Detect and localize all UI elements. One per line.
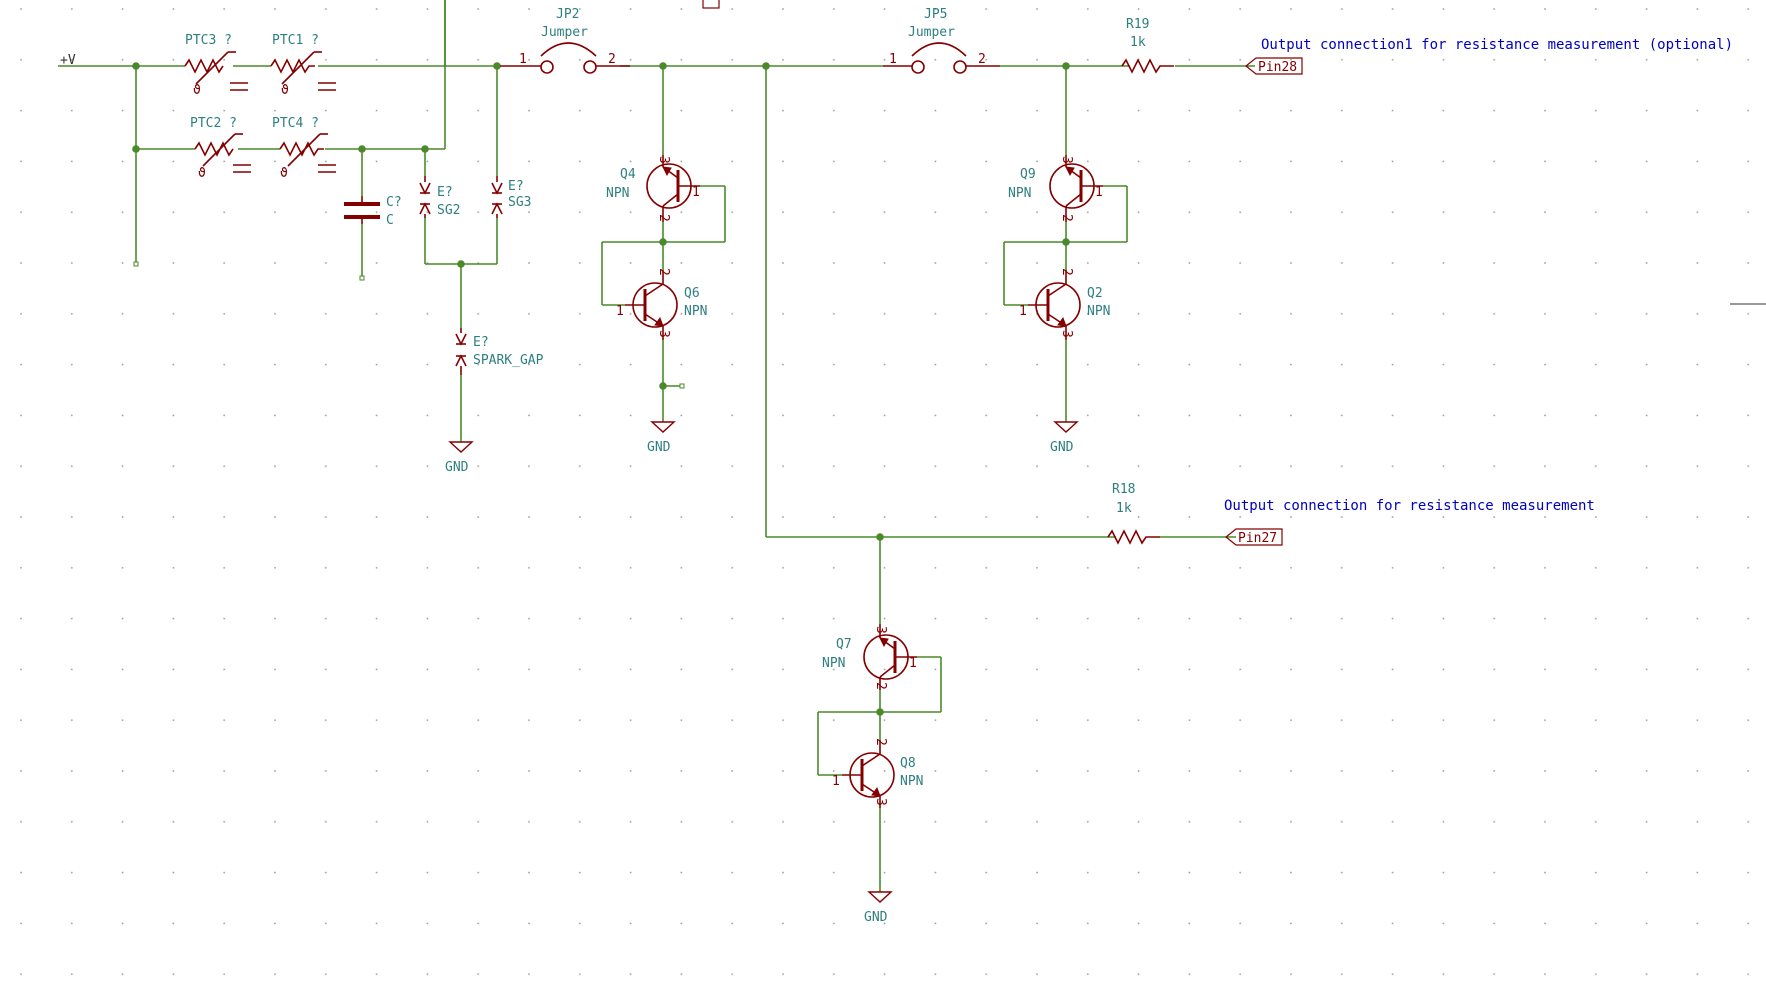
jp5-val: Jumper (908, 25, 955, 40)
jumper-jp2[interactable]: 1 2 JP2 Jumper (500, 7, 630, 74)
gnd-label: GND (445, 460, 469, 475)
ptc1-ref: PTC1 ? (272, 33, 319, 48)
gnd-symbol-q6[interactable]: GND (647, 421, 676, 455)
ptc3-ref: PTC3 ? (185, 33, 232, 48)
q8-val: NPN (900, 774, 923, 789)
spark-gap-main[interactable]: E? SPARK_GAP (455, 328, 544, 375)
vplus-label: +V (60, 53, 76, 68)
label-pin27[interactable]: Pin27 (1225, 528, 1283, 546)
jp2-ref: JP2 (556, 7, 579, 22)
gnd-symbol-spark[interactable]: GND (445, 441, 474, 475)
q2-val: NPN (1087, 304, 1110, 319)
gnd-symbol-q8[interactable]: GND (864, 891, 893, 925)
svg-text:ϑ: ϑ (193, 83, 201, 98)
resistor-r19[interactable]: R19 1k (1121, 17, 1174, 74)
svg-text:2: 2 (656, 268, 671, 276)
q4-val: NPN (606, 186, 629, 201)
svg-text:3: 3 (1059, 156, 1074, 164)
spark-val: SPARK_GAP (473, 353, 544, 368)
gnd-label: GND (647, 440, 671, 455)
svg-text:2: 2 (1059, 268, 1074, 276)
svg-text:1: 1 (1095, 185, 1103, 200)
svg-text:ϑ: ϑ (198, 166, 206, 181)
ptc1-thermistor[interactable]: ϑ PTC1 ? (270, 33, 336, 98)
r18-ref: R18 (1112, 482, 1135, 497)
svg-text:1: 1 (889, 52, 897, 67)
gnd-symbol-q2[interactable]: GND (1050, 421, 1079, 455)
svg-text:3: 3 (873, 798, 888, 806)
ptc3-thermistor[interactable]: ϑ PTC3 ? (184, 33, 248, 98)
svg-text:2: 2 (1059, 214, 1074, 222)
transistor-q9[interactable]: 3 2 1 Q9 NPN (1008, 155, 1103, 222)
q9-ref: Q9 (1020, 167, 1036, 182)
gnd-label: GND (1050, 440, 1074, 455)
q4-ref: Q4 (620, 167, 636, 182)
svg-text:2: 2 (608, 52, 616, 67)
svg-text:1: 1 (519, 52, 527, 67)
transistor-q6[interactable]: 2 3 1 Q6 NPN (616, 268, 707, 340)
svg-text:2: 2 (873, 738, 888, 746)
capacitor-c[interactable]: C? C (344, 195, 402, 228)
ptc2-thermistor[interactable]: ϑ PTC2 ? (190, 116, 251, 181)
svg-text:2: 2 (873, 682, 888, 690)
q8-ref: Q8 (900, 756, 916, 771)
gnd-label: GND (864, 910, 888, 925)
spark-gap-sg2[interactable]: E? SG2 (419, 176, 460, 218)
svg-text:1: 1 (692, 185, 700, 200)
ptc4-thermistor[interactable]: ϑ PTC4 ? (272, 116, 336, 181)
q2-ref: Q2 (1087, 286, 1103, 301)
sg3-ref: E? (508, 179, 524, 194)
q7-val: NPN (822, 656, 845, 671)
svg-text:1: 1 (909, 656, 917, 671)
transistor-q4[interactable]: 3 2 1 Q4 NPN (606, 155, 700, 222)
jp2-val: Jumper (541, 25, 588, 40)
offscreen-label-fragment (702, 0, 720, 9)
junction-dots (132, 62, 1070, 716)
transistor-q7[interactable]: 3 2 1 Q7 NPN (822, 624, 917, 690)
output-label-2: Output connection for resistance measure… (1224, 498, 1595, 514)
svg-text:1: 1 (832, 774, 840, 789)
resistor-r18[interactable]: R18 1k (1107, 482, 1160, 545)
output-label-1: Output connection1 for resistance measur… (1261, 37, 1733, 53)
transistor-q8[interactable]: 2 3 1 Q8 NPN (832, 738, 923, 808)
pin28-text: Pin28 (1258, 60, 1297, 75)
svg-text:3: 3 (656, 330, 671, 338)
pin27-text: Pin27 (1238, 531, 1277, 546)
jp5-ref: JP5 (924, 7, 947, 22)
no-connect-markers (133, 261, 685, 389)
svg-text:ϑ: ϑ (281, 83, 289, 98)
q9-val: NPN (1008, 186, 1031, 201)
ptc2-ref: PTC2 ? (190, 116, 237, 131)
ptc4-ref: PTC4 ? (272, 116, 319, 131)
sg2-val: SG2 (437, 203, 460, 218)
jumper-jp5[interactable]: 1 2 JP5 Jumper (883, 7, 1000, 74)
q6-ref: Q6 (684, 286, 700, 301)
svg-text:1: 1 (616, 304, 624, 319)
spark-gap-sg3[interactable]: E? SG3 (491, 176, 531, 218)
svg-text:2: 2 (978, 52, 986, 67)
r18-val: 1k (1116, 501, 1132, 516)
svg-text:3: 3 (1059, 330, 1074, 338)
svg-text:1: 1 (1019, 304, 1027, 319)
cap-ref: C? (386, 195, 402, 210)
sg3-val: SG3 (508, 195, 531, 210)
r19-ref: R19 (1126, 17, 1149, 32)
svg-text:3: 3 (873, 626, 888, 634)
q6-val: NPN (684, 304, 707, 319)
q7-ref: Q7 (836, 637, 852, 652)
spark-ref: E? (473, 335, 489, 350)
svg-text:ϑ: ϑ (280, 166, 288, 181)
wires (58, 0, 1766, 892)
r19-val: 1k (1130, 35, 1146, 50)
transistor-q2[interactable]: 2 3 1 Q2 NPN (1019, 268, 1110, 340)
svg-text:3: 3 (656, 156, 671, 164)
svg-text:2: 2 (656, 214, 671, 222)
cap-val: C (386, 213, 394, 228)
label-pin28[interactable]: Pin28 (1245, 57, 1303, 75)
sg2-ref: E? (437, 185, 453, 200)
